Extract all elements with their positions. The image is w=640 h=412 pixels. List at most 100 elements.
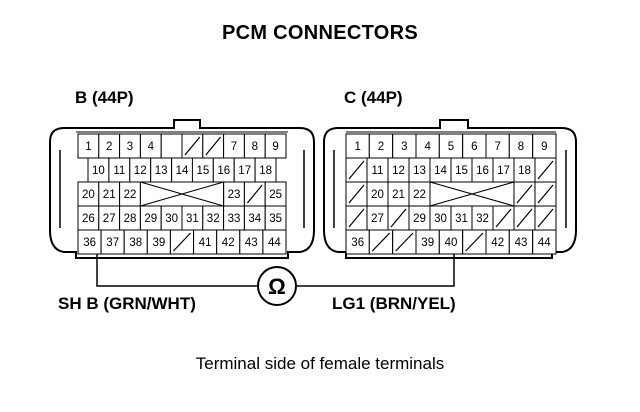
pin-number: 31 bbox=[455, 213, 468, 225]
pin-number: 10 bbox=[92, 165, 105, 177]
empty-pin-slash bbox=[348, 208, 365, 228]
pin-number: 3 bbox=[127, 141, 133, 153]
pin-number: 13 bbox=[413, 165, 426, 177]
pin-number: 9 bbox=[541, 141, 547, 153]
pin-number: 11 bbox=[372, 165, 384, 177]
pin-cell bbox=[493, 182, 514, 206]
pin-number: 39 bbox=[153, 237, 166, 249]
empty-pin-slash bbox=[537, 184, 554, 204]
pin-number: 2 bbox=[106, 141, 112, 153]
empty-pin-slash bbox=[348, 184, 365, 204]
pin-number: 11 bbox=[113, 165, 125, 177]
pin-number: 2 bbox=[378, 141, 384, 153]
pin-number: 37 bbox=[106, 237, 119, 249]
pin-number: 6 bbox=[471, 141, 477, 153]
pin-number: 7 bbox=[494, 141, 500, 153]
pin-number: 8 bbox=[252, 141, 258, 153]
pin-number: 39 bbox=[421, 237, 434, 249]
pin-number: 16 bbox=[217, 165, 230, 177]
ohmmeter-symbol: Ω bbox=[257, 266, 297, 306]
left-test-lead bbox=[96, 254, 258, 287]
pin-number: 15 bbox=[455, 165, 468, 177]
pin-number: 28 bbox=[124, 213, 137, 225]
pin-number: 4 bbox=[148, 141, 155, 153]
pin-number: 17 bbox=[497, 165, 510, 177]
pin-number: 14 bbox=[176, 165, 189, 177]
pin-number: 21 bbox=[392, 189, 405, 201]
pin-number: 42 bbox=[491, 237, 504, 249]
pin-cell bbox=[451, 182, 472, 206]
pin-number: 4 bbox=[424, 141, 431, 153]
pin-number: 14 bbox=[434, 165, 447, 177]
wire-label-shb: SH B (GRN/WHT) bbox=[58, 294, 196, 313]
empty-pin-slash bbox=[172, 232, 192, 252]
empty-pin-slash bbox=[184, 136, 201, 156]
empty-pin-slash bbox=[205, 136, 222, 156]
pin-number: 12 bbox=[134, 165, 147, 177]
pin-number: 27 bbox=[371, 213, 384, 225]
pin-number: 31 bbox=[186, 213, 199, 225]
pin-number: 44 bbox=[268, 237, 281, 249]
pin-number: 18 bbox=[259, 165, 272, 177]
pin-number: 35 bbox=[269, 213, 282, 225]
pin-number: 38 bbox=[129, 237, 142, 249]
pin-cell bbox=[140, 182, 162, 206]
pin-cell bbox=[182, 182, 203, 206]
connector-b-label: B (44P) bbox=[75, 88, 134, 107]
pin-number: 1 bbox=[354, 141, 360, 153]
ohm-icon: Ω bbox=[268, 274, 286, 299]
empty-pin-slash bbox=[246, 184, 263, 204]
pin-number: 17 bbox=[238, 165, 251, 177]
pin-number: 7 bbox=[231, 141, 237, 153]
connector-c-label: C (44P) bbox=[344, 88, 403, 107]
pin-number: 27 bbox=[103, 213, 116, 225]
empty-pin-slash bbox=[465, 232, 484, 252]
pin-number: 34 bbox=[248, 213, 261, 225]
page-title: PCM CONNECTORS bbox=[221, 22, 419, 44]
pin-number: 20 bbox=[371, 189, 384, 201]
pin-number: 20 bbox=[82, 189, 95, 201]
pin-number: 3 bbox=[401, 141, 407, 153]
pin-number: 5 bbox=[448, 141, 454, 153]
pin-number: 22 bbox=[124, 189, 137, 201]
pin-number: 41 bbox=[199, 237, 212, 249]
pin-number: 36 bbox=[83, 237, 96, 249]
pin-number: 9 bbox=[272, 141, 278, 153]
pin-number: 15 bbox=[197, 165, 210, 177]
empty-pin-slash bbox=[516, 184, 533, 204]
pin-number: 8 bbox=[518, 141, 524, 153]
empty-pin-slash bbox=[348, 160, 365, 180]
pin-cell bbox=[161, 182, 182, 206]
test-leads bbox=[96, 254, 455, 287]
empty-pin-slash bbox=[495, 208, 512, 228]
pin-cell bbox=[430, 182, 451, 206]
pin-number: 44 bbox=[538, 237, 551, 249]
empty-pin-slash bbox=[516, 208, 533, 228]
wire-label-lg1: LG1 (BRN/YEL) bbox=[332, 294, 456, 313]
connector-b-housing bbox=[49, 119, 315, 259]
right-test-lead bbox=[296, 254, 455, 287]
pin-number: 13 bbox=[155, 165, 168, 177]
empty-pin-slash bbox=[371, 232, 391, 252]
pin-number: 30 bbox=[165, 213, 178, 225]
pin-number: 21 bbox=[103, 189, 116, 201]
empty-pin-slash bbox=[390, 208, 407, 228]
pin-number: 29 bbox=[413, 213, 426, 225]
pin-cell bbox=[160, 133, 183, 159]
pin-number: 42 bbox=[222, 237, 235, 249]
pin-cell bbox=[202, 182, 224, 206]
pin-number: 25 bbox=[269, 189, 282, 201]
pin-number: 16 bbox=[476, 165, 489, 177]
pin-number: 18 bbox=[518, 165, 531, 177]
pin-number: 29 bbox=[144, 213, 157, 225]
empty-pin-slash bbox=[537, 208, 554, 228]
pin-number: 12 bbox=[392, 165, 405, 177]
pin-cell bbox=[532, 229, 557, 255]
pin-number: 40 bbox=[445, 237, 458, 249]
empty-pin-slash bbox=[395, 232, 414, 252]
pin-number: 23 bbox=[228, 189, 241, 201]
pin-number: 43 bbox=[515, 237, 528, 249]
